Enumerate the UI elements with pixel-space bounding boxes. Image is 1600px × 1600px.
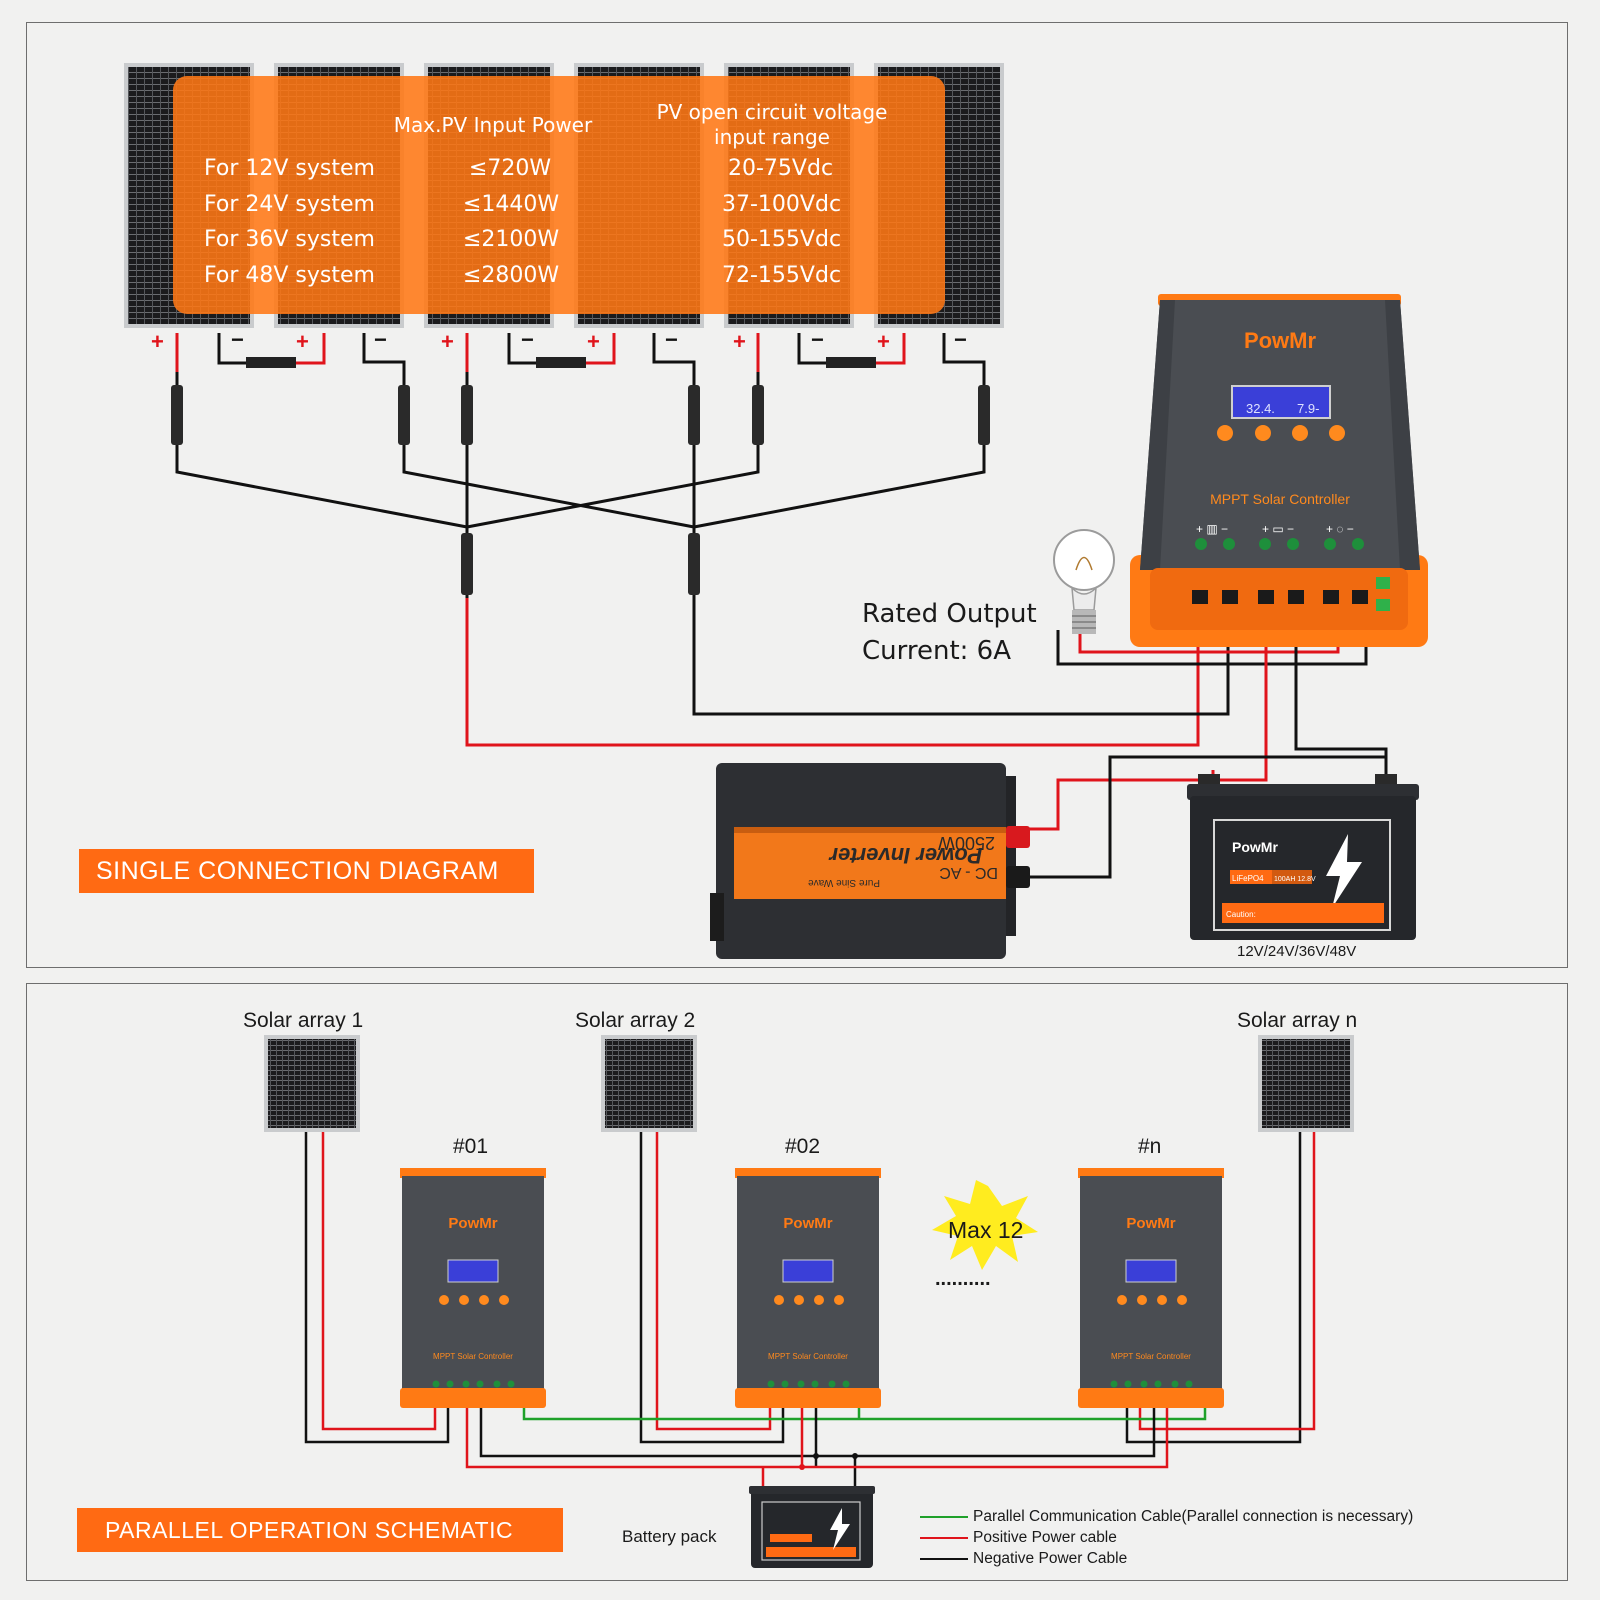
svg-text:+ ◌ −: + ◌ − [1326,522,1354,536]
row-24v-voltage: 37-100Vdc [722,192,842,217]
controller-unit-n: PowMr MPPT Solar Controller [1078,1168,1224,1408]
row-48v-power: ≤2800W [463,263,560,288]
controller-brand: PowMr [1244,328,1317,353]
svg-text:PowMr: PowMr [448,1215,497,1232]
minus-marker: − [521,327,534,352]
rated-output-label: Rated Output Current: 6A [862,599,1037,666]
ellipsis: .......... [935,1268,991,1290]
lcd-right: 7.9- [1297,401,1319,416]
menu-button[interactable] [1217,425,1233,441]
legend-swatch-green [920,1516,968,1518]
parallel-wiring [304,1132,1316,1488]
svg-text:PowMr: PowMr [783,1215,832,1232]
plus-marker: + [587,329,600,354]
header-voltage-range: PV open circuit voltage input range [656,100,888,149]
legend-swatch-red [920,1537,968,1539]
controller-lcd [1231,385,1331,419]
unit-n-label: #n [1138,1135,1162,1158]
lcd-left: 32.4. [1246,401,1275,416]
spec-table: Max.PV Input Power PV open circuit volta… [173,76,945,314]
single-connection-frame [26,22,1568,968]
header-max-power: Max.PV Input Power [393,113,593,137]
row-48v-system: For 48V system [204,263,375,288]
svg-text:+ ▭ −: + ▭ − [1262,522,1294,536]
controller-unit-01: PowMr MPPT Solar Controller [400,1168,546,1408]
inverter-dcac: DC - AC [939,864,998,881]
unit-02-label: #02 [785,1135,821,1158]
svg-text:MPPT Solar Controller: MPPT Solar Controller [1111,1352,1191,1361]
plus-marker: + [733,329,746,354]
plus-marker: + [441,329,454,354]
down-button[interactable] [1292,425,1308,441]
solar-array-2-label: Solar array 2 [575,1009,696,1032]
legend-positive: Positive Power cable [920,1529,1117,1547]
solar-array-n-label: Solar array n [1237,1009,1358,1032]
battery-brand: PowMr [1232,839,1278,855]
legend-text: Parallel Communication Cable(Parallel co… [973,1508,1414,1525]
battery-voltage-label: 12V/24V/36V/48V [1237,943,1357,960]
plus-marker: + [151,329,164,354]
row-12v-power: ≤720W [469,156,552,181]
row-36v-system: For 36V system [204,227,375,252]
battery-pack-label: Battery pack [622,1527,717,1546]
battery-pack [749,1486,875,1568]
single-connection-title: SINGLE CONNECTION DIAGRAM [79,849,534,893]
max-units-label: Max 12 [948,1217,1024,1243]
solar-arrays [264,1035,1354,1132]
solar-array-1-label: Solar array 1 [243,1009,364,1032]
polarity-markers: + + + + + + − − − − − − [151,327,967,354]
battery-spec: 100AH 12.8V [1274,876,1316,883]
row-36v-voltage: 50-155Vdc [722,227,842,252]
row-36v-power: ≤2100W [463,227,560,252]
svg-text:MPPT Solar Controller: MPPT Solar Controller [433,1352,513,1361]
parallel-schematic-diagram: PowMr MPPT Solar Controller PowMr MPPT S… [264,1035,1354,1568]
controller-units: PowMr MPPT Solar Controller PowMr MPPT S… [400,1168,1224,1408]
battery: PowMr LiFePO4 100AH 12.8V Caution: [1187,774,1419,940]
svg-text:+ ▥ −: + ▥ − [1196,522,1228,536]
unit-01-label: #01 [453,1135,489,1158]
svg-text:MPPT Solar Controller: MPPT Solar Controller [768,1352,848,1361]
light-bulb-icon [1053,529,1115,634]
mppt-controller: PowMr 32.4. 7.9- MPPT Solar Controller +… [1130,294,1428,647]
plus-marker: + [877,329,890,354]
up-button[interactable] [1255,425,1271,441]
starburst-icon [932,1180,1038,1270]
parallel-schematic-frame [26,983,1568,1581]
minus-marker: − [231,327,244,352]
plus-marker: + [296,329,309,354]
legend-text: Positive Power cable [973,1529,1117,1546]
mc4-connectors [171,385,990,595]
svg-text:PowMr: PowMr [1126,1215,1175,1232]
controller-unit-02: PowMr MPPT Solar Controller [735,1168,881,1408]
inverter-name: Power Inverter [828,843,982,868]
lightning-icon [1326,834,1362,908]
inverter-watt: 2500W [938,833,995,853]
row-24v-power: ≤1440W [463,192,560,217]
minus-marker: − [811,327,824,352]
legend-swatch-black [920,1558,968,1560]
inverter-wave: Pure Sine Wave [808,877,880,888]
row-24v-system: For 24V system [204,192,375,217]
power-inverter: Power Inverter 2500W DC - AC Pure Sine W… [710,763,1030,959]
row-12v-system: For 12V system [204,156,375,181]
legend-negative: Negative Power Cable [920,1550,1127,1568]
minus-marker: − [665,327,678,352]
parallel-schematic-title: PARALLEL OPERATION SCHEMATIC [77,1508,563,1552]
legend-text: Negative Power Cable [973,1550,1128,1567]
row-48v-voltage: 72-155Vdc [722,263,842,288]
enter-button[interactable] [1329,425,1345,441]
row-12v-voltage: 20-75Vdc [728,156,834,181]
pv-wiring [175,333,986,372]
minus-marker: − [954,327,967,352]
legend-communication: Parallel Communication Cable(Parallel co… [920,1508,1413,1526]
minus-marker: − [374,327,387,352]
battery-caution: Caution: [1226,910,1256,919]
battery-chem: LiFePO4 [1232,874,1264,883]
controller-name: MPPT Solar Controller [1210,491,1350,507]
